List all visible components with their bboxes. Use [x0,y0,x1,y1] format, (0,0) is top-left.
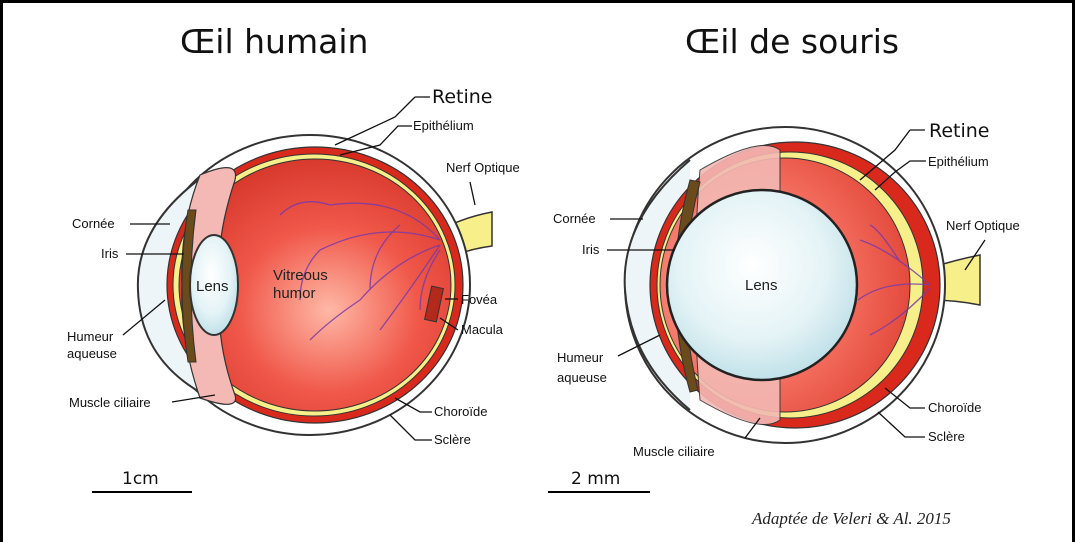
leader-sclere-m [878,412,925,437]
mouse-title: Œil de souris [685,22,899,61]
label-retine-mouse: Retine [929,120,990,142]
label-muscle-human: Muscle ciliaire [69,395,151,410]
label-sclere-human: Sclère [434,432,471,447]
label-nerf-mouse: Nerf Optique [946,218,1020,233]
label-choroide-mouse: Choroïde [928,400,981,415]
label-cornee-mouse: Cornée [553,211,596,226]
label-epithelium-mouse: Epithélium [928,154,989,169]
label-muscle-mouse: Muscle ciliaire [633,444,715,459]
label-humeur1-mouse: Humeur [557,350,604,365]
label-sclere-mouse: Sclère [928,429,965,444]
scale-mouse: 2 mm [571,469,620,489]
human-title: Œil humain [180,22,368,61]
label-fovea: Fovéa [461,292,498,307]
label-nerf-human: Nerf Optique [446,160,520,175]
leader-nerf-h [470,182,475,205]
label-iris-mouse: Iris [582,242,600,257]
label-humeur2-human: aqueuse [67,346,117,361]
leader-sclere-h [390,415,432,440]
scale-human: 1cm [122,469,159,489]
label-lens-human: Lens [196,278,229,295]
label-retine-human: Retine [432,86,493,108]
label-choroide-human: Choroïde [434,404,487,419]
label-vitreous2: humor [273,285,316,302]
mouse-eye [625,127,980,443]
label-macula: Macula [461,322,504,337]
label-vitreous1: Vitreous [273,267,328,284]
label-iris-human: Iris [101,246,119,261]
citation: Adaptée de Veleri & Al. 2015 [751,509,951,528]
label-lens-mouse: Lens [745,277,778,294]
label-humeur2-mouse: aqueuse [557,370,607,385]
label-cornee-human: Cornée [72,216,115,231]
label-epithelium-human: Epithélium [413,118,474,133]
label-humeur1-human: Humeur [67,329,114,344]
